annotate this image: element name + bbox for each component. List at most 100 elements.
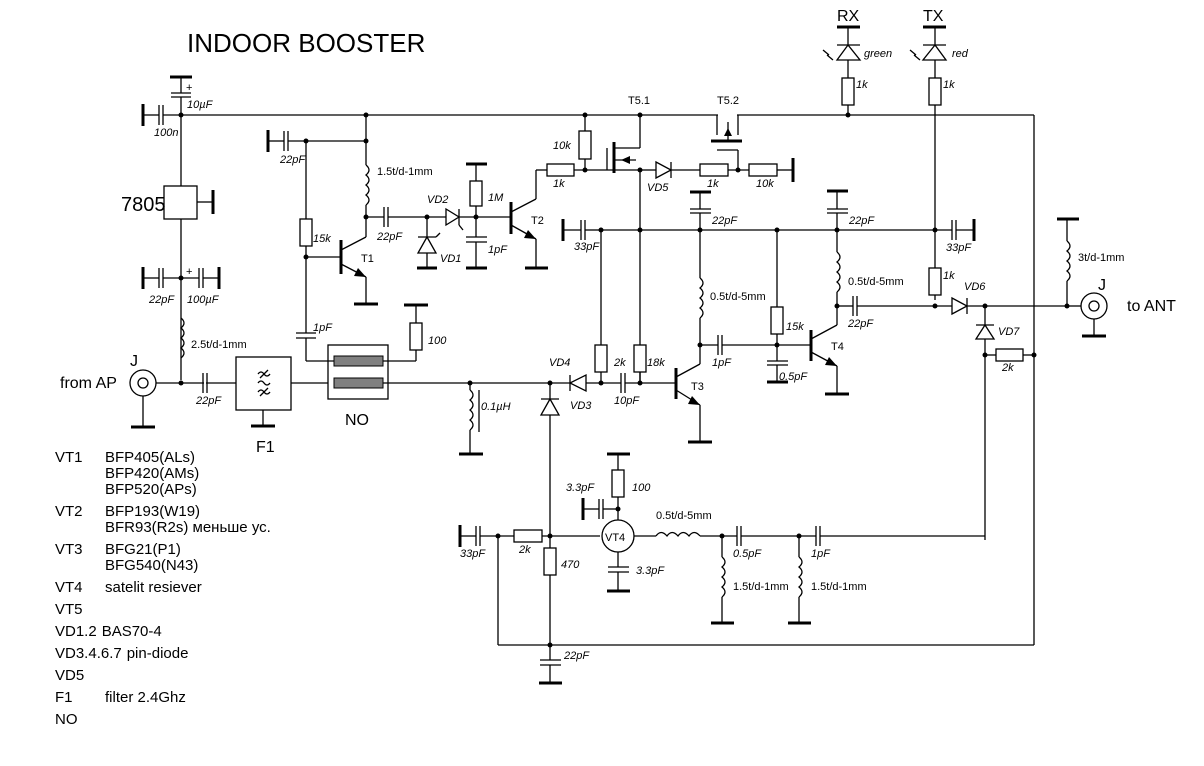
label-vd1: VD1 (440, 253, 461, 265)
transistor-t3: 2k 18k 10pF T3 0.5t/d-5mm (575, 230, 766, 444)
label-rx-resistor: 1k (856, 79, 868, 91)
label-r-1k-vd6: 1k (943, 270, 955, 282)
diode-vd7: VD7 2k (974, 306, 1037, 540)
diode-vd1: VD1 (416, 214, 461, 270)
label-c-100n: 100n (154, 127, 178, 139)
resistor-1m: 1M (466, 162, 504, 220)
label-c-05p-t4: 0.5pF (779, 371, 808, 383)
input-connector: J from AP (60, 353, 157, 429)
part-value: BFP193(W19) (105, 503, 201, 520)
parts-list-item: NO (55, 712, 271, 728)
part-value: satelit resiever (105, 579, 202, 596)
label-r-10k-t5: 10k (553, 140, 571, 152)
label-l-01u: 0.1µH (481, 401, 511, 413)
label-vd7: VD7 (998, 326, 1020, 338)
part-value: BFP420(AMs) (105, 465, 200, 482)
part-value: BFG540(N43) (105, 557, 199, 574)
schematic-title: INDOOR BOOSTER (187, 28, 425, 58)
label-t5-1: T5.1 (628, 95, 650, 107)
label-c-1p-coupler: 1pF (313, 322, 333, 334)
label-vd2: VD2 (427, 194, 448, 206)
part-ref: VD3.4.6.7 (55, 645, 122, 662)
label-filter: F1 (256, 439, 275, 456)
part-ref: F1 (55, 689, 73, 706)
part-ref: VD5 (55, 667, 85, 684)
capacitor-22p-reg: 22pF (141, 267, 181, 306)
label-c-1p-vt4: 1pF (811, 548, 831, 560)
svg-text:+: + (186, 82, 192, 94)
transistor-t4: 1pF 15k 0.5pF T4 0.5t/d-5mm 22pF (700, 230, 955, 396)
label-c-33p-vt4top: 3.3pF (566, 482, 595, 494)
part-ref: VT2 (55, 503, 83, 520)
part-value: BFP405(ALs) (105, 449, 196, 466)
label-vd6: VD6 (964, 281, 986, 293)
diode-vd5: VD5 1k 10k (640, 158, 795, 194)
label-c-33p-left: 33pF (574, 241, 600, 253)
input-connector-label: J (130, 353, 138, 370)
output-connector: J to ANT (1080, 277, 1176, 338)
label-t2: T2 (531, 215, 544, 227)
diode-vd3: VD3 (550, 373, 592, 412)
output-port-label: to ANT (1127, 298, 1176, 315)
part-ref: NO (55, 711, 78, 728)
label-vd4: VD4 (549, 357, 570, 369)
label-t3: T3 (691, 381, 704, 393)
part-ref: VT5 (55, 601, 83, 618)
label-r-1k-t2: 1k (553, 178, 565, 190)
label-c-22p-t4out: 22pF (847, 318, 874, 330)
part-ref: VT4 (55, 579, 83, 596)
label-c-10p: 10pF (614, 395, 640, 407)
inductor-input: 2.5t/d-1mm (179, 317, 247, 359)
output-connector-label: J (1098, 277, 1106, 294)
parts-list-item: VT1 BFP405(ALs)BFP420(AMs)BFP520(APs) (55, 450, 271, 498)
indicator-tx: TX red 1k (909, 8, 969, 300)
label-l-t1: 1.5t/d-1mm (377, 166, 433, 178)
label-c-33p-vt4bot: 3.3pF (636, 565, 665, 577)
label-r-15k-t1: 15k (313, 233, 331, 245)
label-t5-2: T5.2 (717, 95, 739, 107)
capacitor-100u: + 100µF (181, 266, 221, 306)
label-t1: T1 (361, 253, 374, 265)
label-tx-resistor: 1k (943, 79, 955, 91)
label-r-2k-t3: 2k (613, 357, 626, 369)
input-port-label: from AP (60, 375, 117, 392)
part-ref: VD1.2 (55, 623, 97, 640)
label-c-22p-bottom: 22pF (563, 650, 590, 662)
label-r-15k-t4: 15k (786, 321, 804, 333)
label-c-22p-rail1: 22pF (711, 215, 738, 227)
coupler-no: NO (327, 344, 389, 429)
part-value: BFP520(APs) (105, 481, 197, 498)
label-c-1p-t2: 1pF (488, 244, 508, 256)
label-r-10k-gnd: 10k (756, 178, 774, 190)
diode-vd4: VD4 (539, 357, 570, 645)
label-c-33p-vt4: 33pF (460, 548, 486, 560)
part-ref: VT1 (55, 449, 83, 466)
capacitor-1p-coupler: 1pF (296, 257, 333, 361)
label-vt4: VT4 (605, 532, 625, 544)
label-r-1m: 1M (488, 192, 504, 204)
label-regulator: 7805 (121, 194, 166, 216)
label-c-05p-vt4: 0.5pF (733, 548, 762, 560)
label-c-22p-t1: 22pF (279, 154, 306, 166)
label-vd3: VD3 (570, 400, 592, 412)
filter-f1: F1 (235, 356, 292, 456)
part-value: filter 2.4Ghz (105, 689, 186, 706)
diode-vd2: VD2 (427, 194, 510, 231)
svg-text:+: + (186, 266, 192, 278)
diode-vd6: 1k VD6 (928, 267, 1067, 316)
label-c-10u: 10µF (187, 99, 214, 111)
parts-list-item: VD5 (55, 668, 271, 684)
resistor-10k-t5: 10k (553, 112, 592, 173)
label-l-t3: 0.5t/d-5mm (710, 291, 766, 303)
parts-list-item: VT4 satelit resiever (55, 580, 271, 596)
parts-list-item: VT5 (55, 602, 271, 618)
label-tx: TX (923, 8, 944, 25)
label-tx-color: red (952, 48, 969, 60)
label-r-1k-vd5: 1k (707, 178, 719, 190)
capacitor-10u: + 10µF (170, 75, 214, 115)
label-l-vt4: 0.5t/d-5mm (656, 510, 712, 522)
